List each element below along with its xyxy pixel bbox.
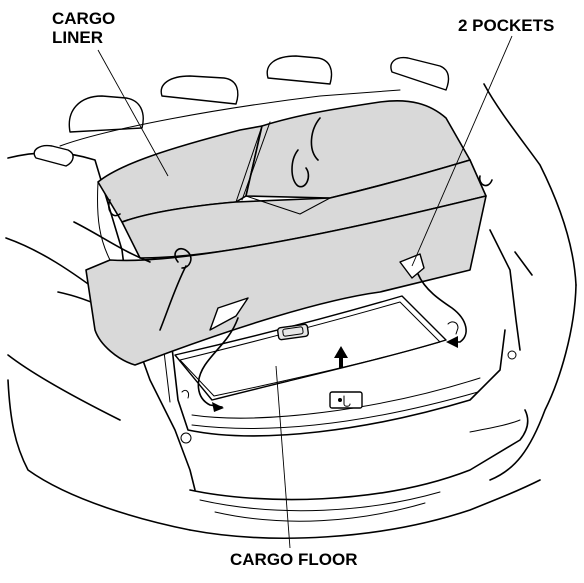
leader-pockets — [411, 35, 513, 267]
pockets-label: 2 POCKETS — [458, 16, 555, 35]
vehicle-body — [5, 83, 577, 539]
leader-lines — [97, 35, 513, 549]
cargo-liner-label: CARGO LINER — [52, 9, 116, 47]
rear-seats — [33, 55, 450, 167]
tie-down-cords — [197, 273, 467, 412]
cargo-liner — [73, 99, 493, 366]
cargo-hook-icon — [329, 391, 363, 409]
cargo-floor-label: CARGO FLOOR — [230, 550, 358, 569]
arrow-up-icon — [334, 346, 348, 368]
pocket-left — [209, 297, 249, 331]
leader-cargo-floor — [275, 365, 291, 549]
arrow-right-icon — [212, 402, 224, 412]
arrow-left-icon — [446, 336, 458, 348]
cargo-floor — [174, 295, 459, 409]
leader-cargo-liner — [97, 49, 169, 177]
